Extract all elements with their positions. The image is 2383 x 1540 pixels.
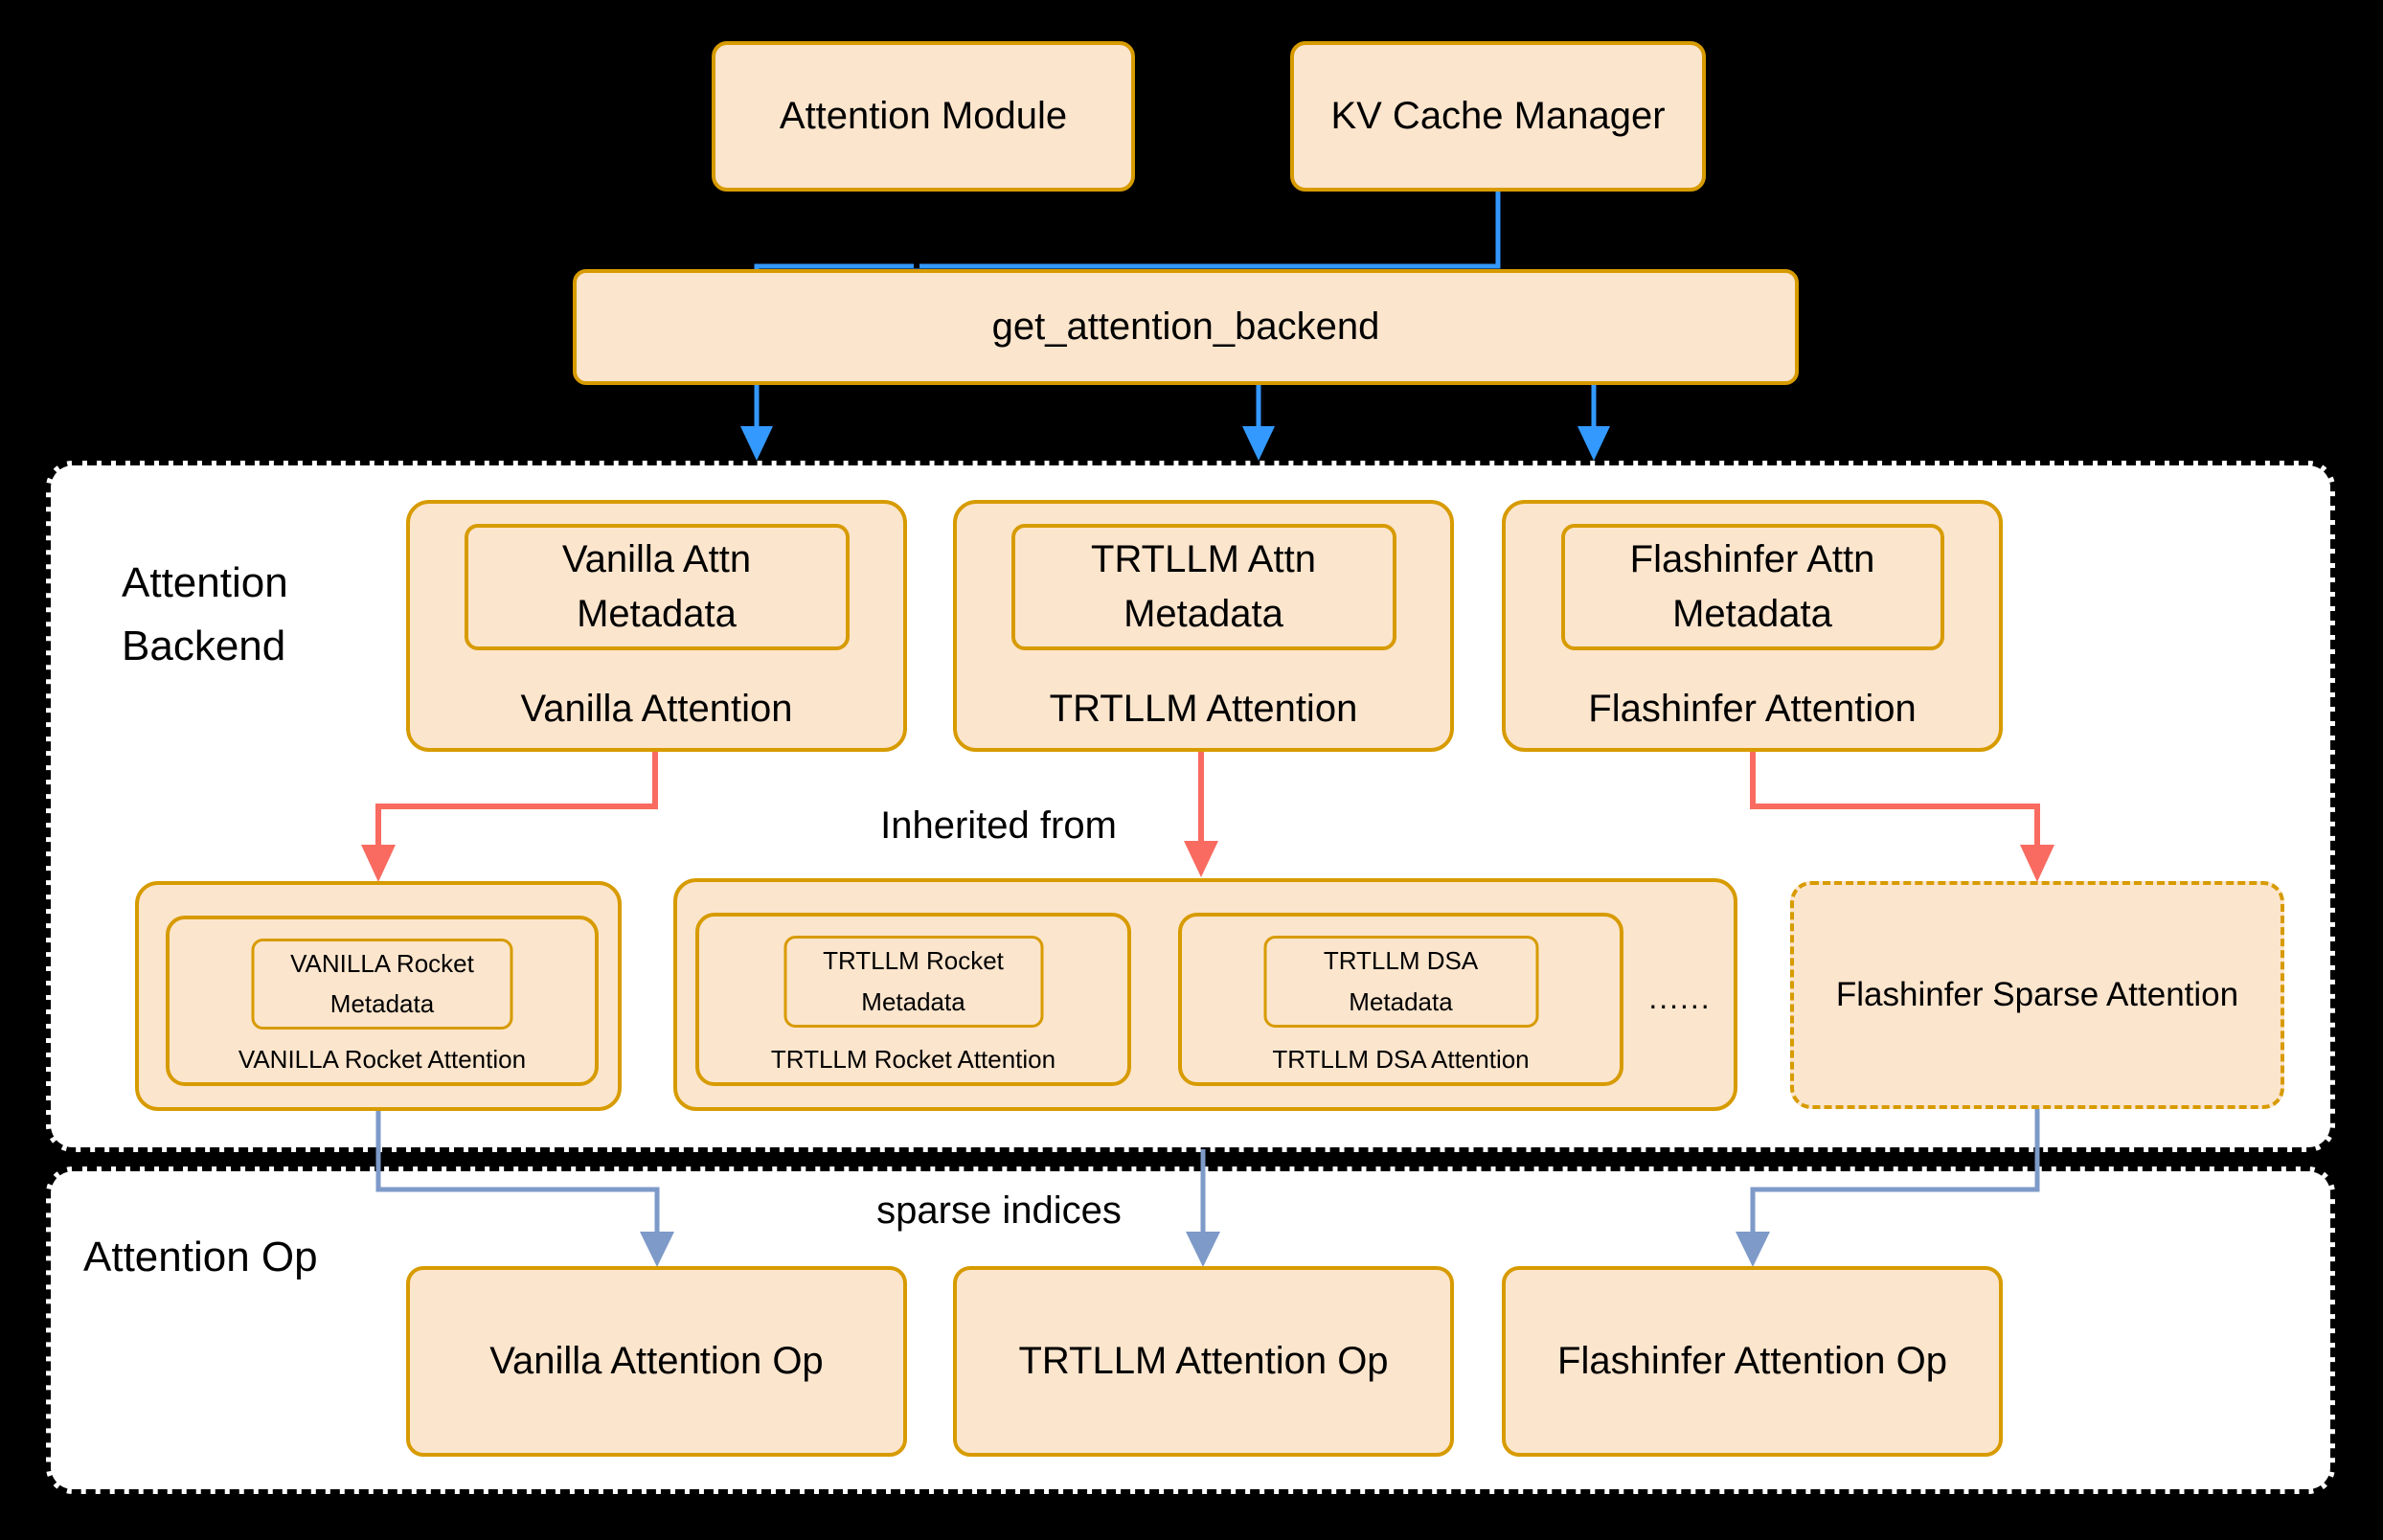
trtllm-attention-op-node: TRTLLM Attention Op [953, 1266, 1454, 1457]
attention-op-label: Attention Op [83, 1234, 318, 1280]
flashinfer-attn-metadata-node: Flashinfer Attn Metadata [1560, 524, 1944, 650]
trtllm-dsa-metadata-line1: TRTLLM DSA [1323, 946, 1479, 975]
get-attention-backend-node: get_attention_backend [573, 269, 1799, 385]
sparse-indices-label: sparse indices [876, 1189, 1122, 1232]
flashinfer-attention-node: Flashinfer Attn Metadata Flashinfer Atte… [1502, 500, 2003, 752]
vanilla-rocket-metadata-line2: Metadata [329, 989, 435, 1018]
kv-cache-manager-node: KV Cache Manager [1290, 41, 1706, 192]
trtllm-derived-group-node: TRTLLM Rocket Metadata TRTLLM Rocket Att… [673, 878, 1737, 1111]
vanilla-attn-metadata-line2: Metadata [577, 593, 737, 635]
trtllm-attention-title: TRTLLM Attention [1049, 688, 1358, 730]
vanilla-attn-metadata-line1: Vanilla Attn [561, 538, 752, 581]
attention-backend-section-label: Attention Backend [122, 552, 288, 678]
trtllm-rocket-attention-node: TRTLLM Rocket Metadata TRTLLM Rocket Att… [695, 913, 1131, 1086]
vanilla-attention-op-title: Vanilla Attention Op [489, 1340, 824, 1382]
trtllm-attn-metadata-line2: Metadata [1123, 593, 1283, 635]
trtllm-dsa-attention-node: TRTLLM DSA Metadata TRTLLM DSA Attention [1178, 913, 1623, 1086]
trtllm-attn-metadata-node: TRTLLM Attn Metadata [1010, 524, 1396, 650]
attention-op-section-label: Attention Op [83, 1226, 318, 1289]
arrowhead-blue-1 [740, 426, 773, 461]
vanilla-rocket-attention-node: VANILLA Rocket Metadata VANILLA Rocket A… [166, 916, 599, 1086]
flashinfer-attention-op-node: Flashinfer Attention Op [1502, 1266, 2003, 1457]
attention-module-node: Attention Module [712, 41, 1135, 192]
vanilla-attn-metadata-node: Vanilla Attn Metadata [464, 524, 850, 650]
trtllm-dsa-metadata-line2: Metadata [1349, 987, 1453, 1016]
trtllm-attention-node: TRTLLM Attn Metadata TRTLLM Attention [953, 500, 1454, 752]
trtllm-rocket-metadata-line1: TRTLLM Rocket [823, 946, 1004, 975]
more-backends-ellipsis: ...... [1648, 981, 1712, 1015]
attention-backend-label-line1: Attention [122, 559, 288, 606]
vanilla-attention-title: Vanilla Attention [520, 688, 793, 730]
trtllm-attention-op-title: TRTLLM Attention Op [1018, 1340, 1389, 1382]
trtllm-dsa-attention-title: TRTLLM DSA Attention [1272, 1045, 1530, 1074]
arrowhead-blue-2 [1242, 426, 1275, 461]
trtllm-dsa-metadata-node: TRTLLM DSA Metadata [1263, 936, 1538, 1028]
vanilla-rocket-attention-title: VANILLA Rocket Attention [238, 1045, 527, 1074]
flashinfer-attn-metadata-line1: Flashinfer Attn [1629, 538, 1875, 581]
flashinfer-attn-metadata-line2: Metadata [1672, 593, 1832, 635]
flashinfer-attention-op-title: Flashinfer Attention Op [1557, 1340, 1947, 1382]
trtllm-attn-metadata-line1: TRTLLM Attn [1091, 538, 1316, 581]
kv-cache-manager-label: KV Cache Manager [1330, 95, 1666, 137]
vanilla-attention-op-node: Vanilla Attention Op [406, 1266, 907, 1457]
get-attention-backend-label: get_attention_backend [991, 306, 1380, 348]
trtllm-rocket-attention-title: TRTLLM Rocket Attention [770, 1045, 1056, 1074]
inherited-from-label: Inherited from [880, 804, 1117, 847]
attention-module-label: Attention Module [779, 95, 1068, 137]
arrowhead-blue-3 [1577, 426, 1610, 461]
vanilla-rocket-metadata-node: VANILLA Rocket Metadata [251, 939, 513, 1030]
flashinfer-sparse-attention-title: Flashinfer Sparse Attention [1835, 976, 2239, 1013]
vanilla-attention-node: Vanilla Attn Metadata Vanilla Attention [406, 500, 907, 752]
vanilla-rocket-outer-node: VANILLA Rocket Metadata VANILLA Rocket A… [135, 881, 622, 1111]
vanilla-rocket-metadata-line1: VANILLA Rocket [290, 949, 474, 978]
flashinfer-sparse-attention-node: Flashinfer Sparse Attention [1790, 881, 2284, 1109]
trtllm-rocket-metadata-node: TRTLLM Rocket Metadata [783, 936, 1043, 1028]
trtllm-rocket-metadata-line2: Metadata [861, 987, 965, 1016]
flashinfer-attention-title: Flashinfer Attention [1588, 688, 1917, 730]
attention-backend-label-line2: Backend [122, 623, 286, 669]
